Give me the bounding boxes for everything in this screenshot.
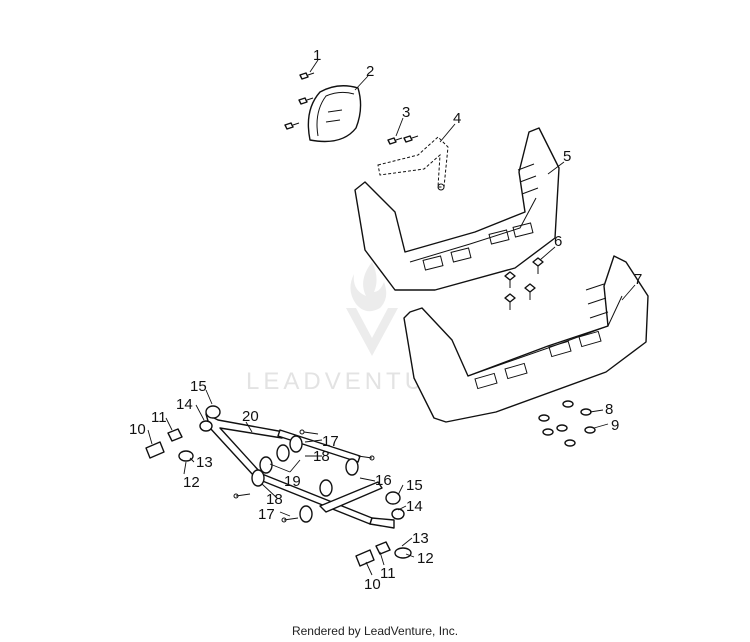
part-8-9-hardware bbox=[538, 400, 596, 447]
callout-6: 6 bbox=[554, 233, 562, 250]
callouts: 1 2 3 4 5 6 7 8 9 10 10 11 11 12 12 13 1… bbox=[129, 47, 642, 593]
callout-12-right: 12 bbox=[417, 550, 434, 567]
callout-14-left: 14 bbox=[176, 396, 193, 413]
callout-18-bottom: 18 bbox=[266, 491, 283, 508]
part-7-footwell bbox=[403, 255, 649, 423]
callout-9: 9 bbox=[611, 417, 619, 434]
callout-10-left: 10 bbox=[129, 421, 146, 438]
part-5-footwell bbox=[354, 127, 560, 291]
part-16-lower-a-arm bbox=[259, 473, 395, 529]
callout-13-right: 13 bbox=[412, 530, 429, 547]
callout-12-left: 12 bbox=[183, 474, 200, 491]
callout-13-left: 13 bbox=[196, 454, 213, 471]
watermark: LEADVENTU bbox=[246, 262, 426, 395]
callout-2: 2 bbox=[366, 63, 374, 80]
left-ball-joint bbox=[145, 405, 221, 462]
right-ball-joint bbox=[355, 491, 412, 567]
leader-lines bbox=[147, 59, 636, 576]
footer-credit: Rendered by LeadVenture, Inc. bbox=[291, 624, 459, 638]
callout-14-right: 14 bbox=[406, 498, 423, 515]
callout-7: 7 bbox=[634, 271, 642, 288]
callout-3: 3 bbox=[402, 104, 410, 121]
part-1-screws bbox=[284, 72, 315, 130]
callout-5: 5 bbox=[563, 148, 571, 165]
part-2-panel bbox=[307, 85, 362, 143]
callout-20: 20 bbox=[242, 408, 259, 425]
part-19-bushings bbox=[251, 435, 359, 523]
callout-11-right: 11 bbox=[380, 565, 396, 582]
callout-17-bottom: 17 bbox=[258, 506, 275, 523]
callout-15-left: 15 bbox=[190, 378, 207, 395]
callout-15-right: 15 bbox=[406, 477, 423, 494]
callout-8: 8 bbox=[605, 401, 613, 418]
callout-16: 16 bbox=[375, 472, 392, 489]
callout-19: 19 bbox=[284, 473, 301, 490]
part-6-bolts bbox=[504, 257, 544, 310]
callout-1: 1 bbox=[313, 47, 321, 64]
callout-4: 4 bbox=[453, 110, 461, 127]
watermark-text: LEADVENTU bbox=[246, 368, 426, 395]
callout-18-top: 18 bbox=[313, 448, 330, 465]
callout-10-right: 10 bbox=[364, 576, 381, 593]
part-17-bolts bbox=[233, 429, 375, 523]
part-3-bolts bbox=[387, 135, 419, 145]
callout-11-left: 11 bbox=[151, 409, 167, 426]
part-4-bracket bbox=[377, 136, 449, 191]
callout-17-top: 17 bbox=[322, 433, 339, 450]
